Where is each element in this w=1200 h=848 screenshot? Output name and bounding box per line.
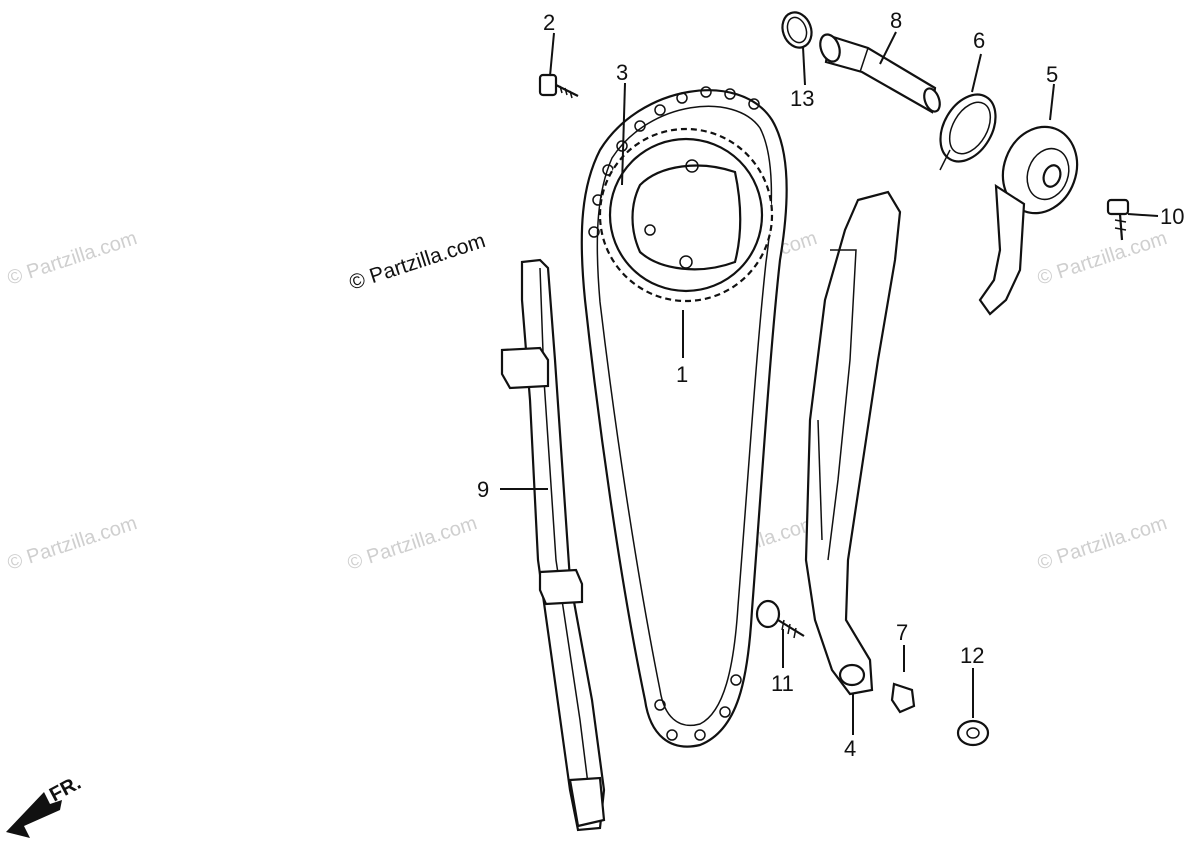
bolt-part-2 xyxy=(538,73,579,99)
bolt-part-11 xyxy=(755,599,805,639)
callout-9: 9 xyxy=(477,477,489,502)
tensioner-spring-part-6 xyxy=(939,93,997,171)
front-arrow-icon xyxy=(6,792,62,838)
collar-part-7 xyxy=(890,682,916,714)
bolt-part-10 xyxy=(1106,198,1130,241)
cam-sprocket-part-1 xyxy=(598,127,774,303)
callout-10: 10 xyxy=(1160,204,1184,229)
callout-4: 4 xyxy=(844,736,856,761)
watermark-faint: © Partzilla.com xyxy=(1035,227,1170,290)
front-label: FR. xyxy=(46,772,85,807)
front-direction-indicator: FR. xyxy=(6,772,85,838)
leader-lines xyxy=(500,31,1159,735)
callout-8: 8 xyxy=(890,8,902,33)
chain-guide-part-9 xyxy=(500,258,606,832)
watermark-main: © Partzilla.com xyxy=(346,229,488,295)
callout-7: 7 xyxy=(896,620,908,645)
callout-11: 11 xyxy=(771,671,794,696)
callout-6: 6 xyxy=(973,28,985,53)
watermark-faint: © Partzilla.com xyxy=(1035,512,1170,575)
callout-12: 12 xyxy=(960,643,984,668)
callout-2: 2 xyxy=(543,10,555,35)
callout-5: 5 xyxy=(1046,62,1058,87)
o-ring-part-13 xyxy=(781,11,813,49)
watermark-faint: © Partzilla.com xyxy=(345,512,480,575)
tensioner-shaft-part-8 xyxy=(819,33,941,114)
watermark-faint: © Partzilla.com xyxy=(5,512,140,575)
callout-numbers: 1 2 3 4 5 6 7 8 9 10 11 12 13 xyxy=(477,8,1184,761)
callout-3: 3 xyxy=(616,60,628,85)
watermark-faint: © Partzilla.com xyxy=(5,227,140,290)
callout-1: 1 xyxy=(676,362,688,387)
tensioner-guide-part-4 xyxy=(804,190,902,696)
callout-13: 13 xyxy=(790,86,814,111)
tensioner-arm-part-5 xyxy=(978,125,1079,316)
washer-part-12 xyxy=(956,719,990,747)
